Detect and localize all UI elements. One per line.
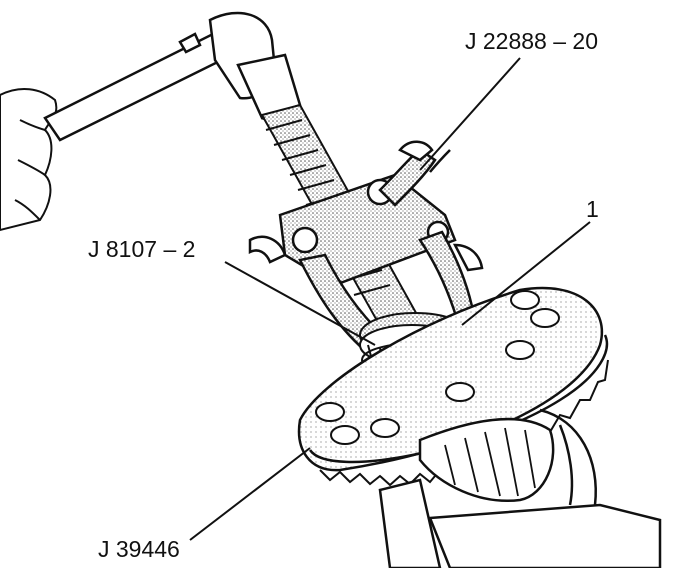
leader-line-adapter (224, 261, 376, 346)
differential-case (297, 286, 609, 503)
holding-fixture (378, 408, 662, 568)
bearing-adapter-label: J 8107 – 2 (88, 236, 196, 262)
ratchet-wrench (43, 11, 302, 142)
leader-lines (189, 57, 591, 541)
holding-fixture-label: J 39446 (98, 536, 180, 562)
leader-line-fixture (189, 447, 311, 541)
leader-line-callout-1 (461, 221, 591, 326)
hand-illustration (0, 88, 58, 232)
callout-1-label: 1 (586, 196, 599, 222)
puller-tool-label: J 22888 – 20 (465, 28, 599, 54)
leader-line-puller (419, 57, 521, 171)
